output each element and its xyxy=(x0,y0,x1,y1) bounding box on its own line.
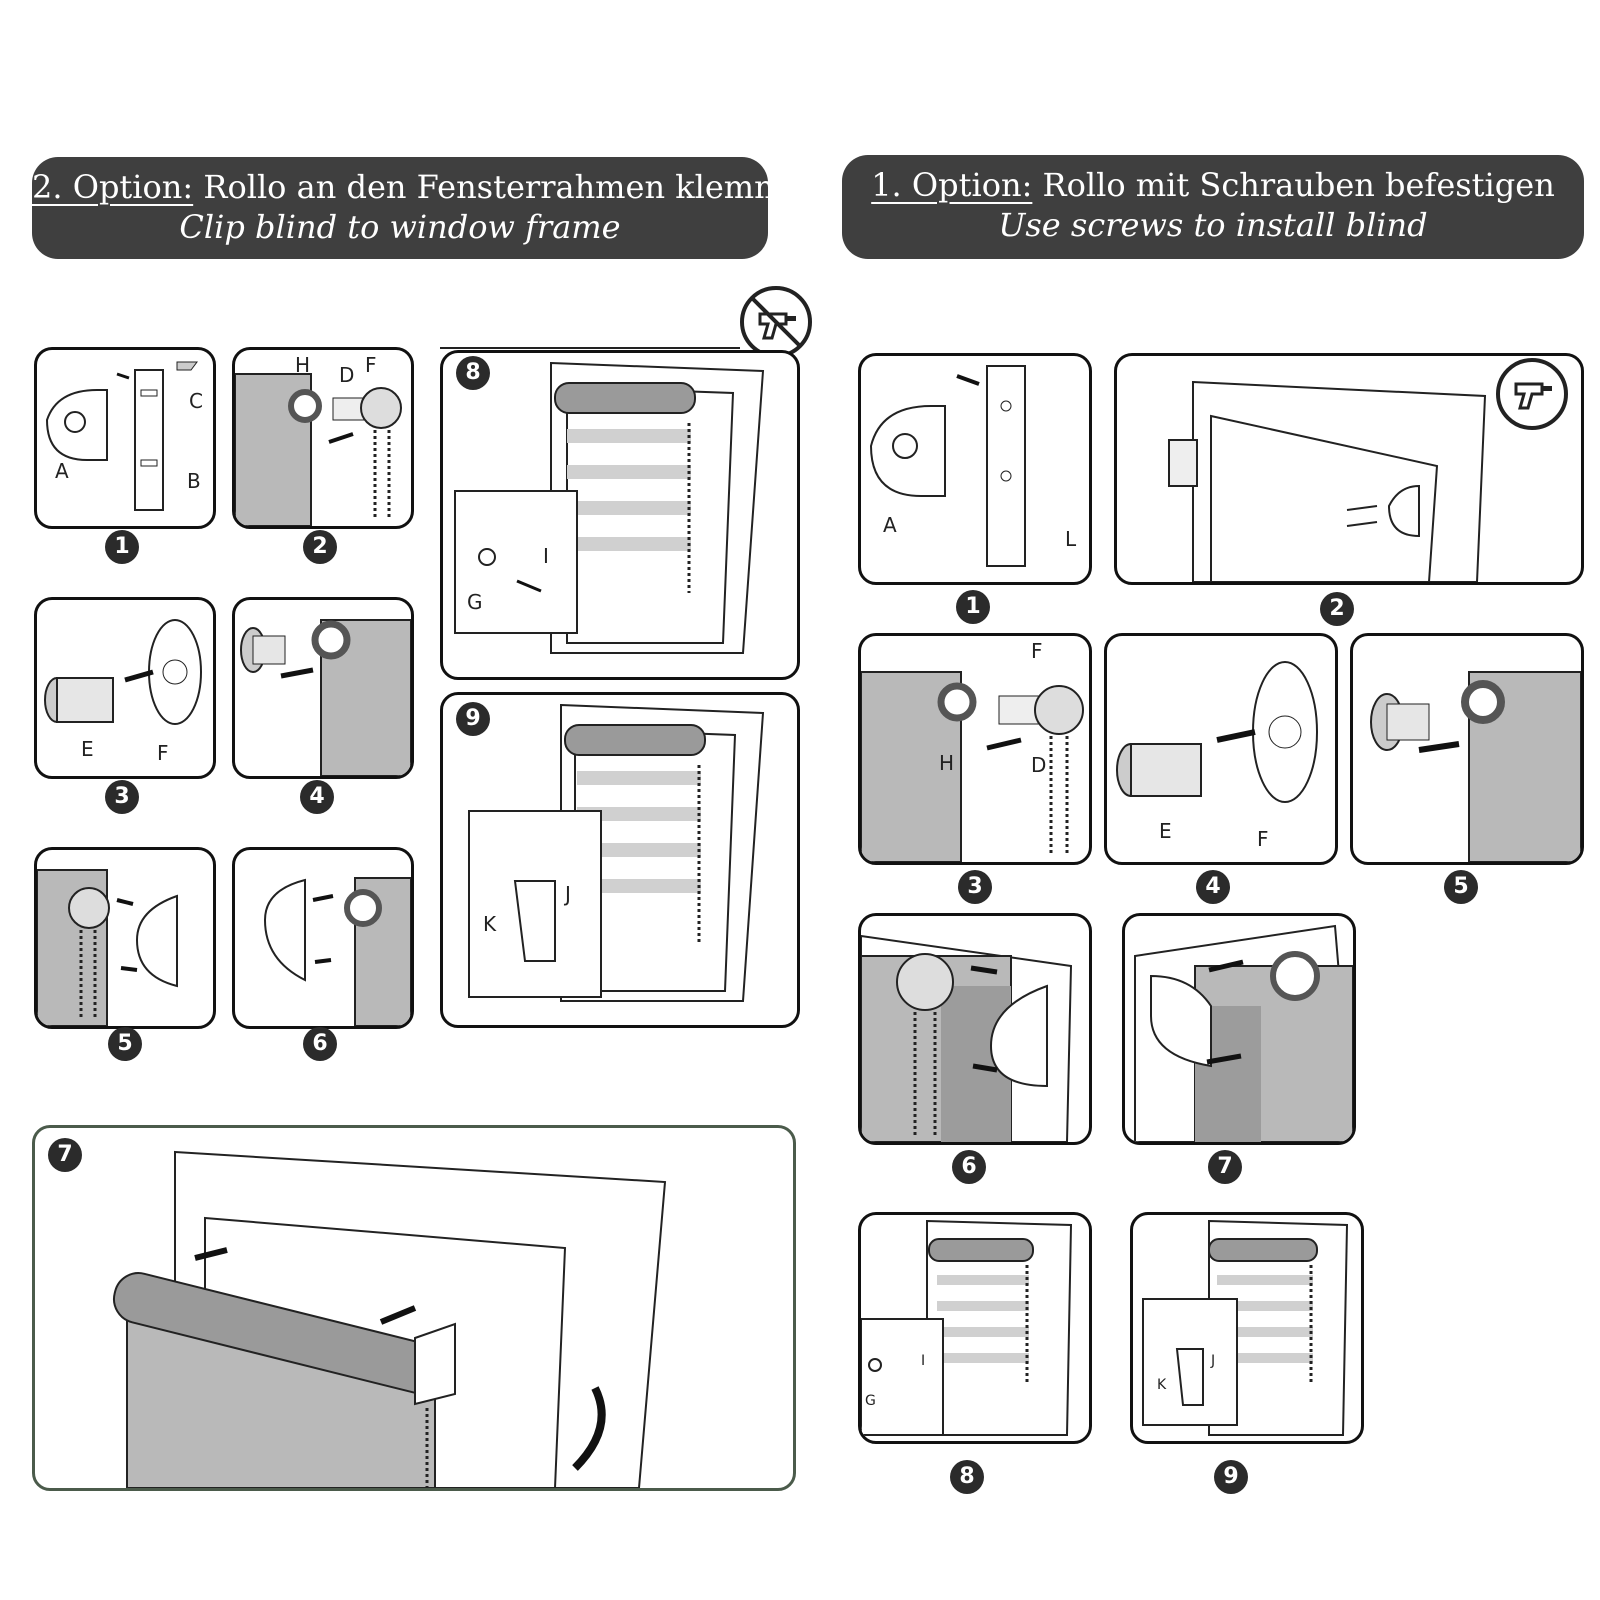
part-label-b: B xyxy=(187,469,201,493)
part-label-h: H xyxy=(295,353,310,377)
part-label-e-r: E xyxy=(1159,819,1172,843)
no-drill-line xyxy=(440,347,740,349)
part-label-g-r: G xyxy=(865,1393,876,1409)
part-label-a-r: A xyxy=(883,513,897,537)
no-drill-icon xyxy=(740,286,812,358)
left-step-6-number: 6 xyxy=(303,1027,337,1061)
left-option-title-en: Clip blind to window frame xyxy=(179,208,621,246)
right-step-3-number: 3 xyxy=(958,870,992,904)
part-label-l: L xyxy=(1065,527,1077,551)
part-label-f-2: F xyxy=(157,741,169,765)
right-step-6-number: 6 xyxy=(952,1150,986,1184)
part-label-f-r2: F xyxy=(1257,827,1269,851)
part-label-f-r: F xyxy=(1031,639,1043,663)
right-step-1-panel: A L xyxy=(858,353,1092,585)
right-step-1-number: 1 xyxy=(956,590,990,624)
part-label-d-r: D xyxy=(1031,753,1046,777)
right-option-title-en: Use screws to install blind xyxy=(998,206,1428,244)
left-option-number: 2. Option: xyxy=(32,168,194,206)
part-label-f: F xyxy=(365,353,377,377)
left-step-1-panel: A B C xyxy=(34,347,216,529)
right-step-9-panel: K J xyxy=(1130,1212,1364,1444)
left-step-7-panel xyxy=(32,1125,796,1491)
right-option-banner: 1. Option: Rollo mit Schrauben befestige… xyxy=(842,155,1584,259)
part-label-h-r: H xyxy=(939,751,954,775)
left-step-3-number: 3 xyxy=(105,780,139,814)
left-option-title-de: Rollo an den Fensterrahmen klemmen xyxy=(203,168,825,206)
right-step-9-number: 9 xyxy=(1214,1460,1248,1494)
left-step-1-number: 1 xyxy=(105,530,139,564)
left-step-6-panel xyxy=(232,847,414,1029)
right-option-title-de: Rollo mit Schrauben befestigen xyxy=(1042,166,1555,204)
right-option-number: 1. Option: xyxy=(871,166,1033,204)
right-step-8-panel: G I xyxy=(858,1212,1092,1444)
left-step-5-number: 5 xyxy=(108,1027,142,1061)
right-step-5-panel xyxy=(1350,633,1584,865)
part-label-j: J xyxy=(563,882,571,906)
part-label-i: I xyxy=(543,544,549,568)
right-step-2-number: 2 xyxy=(1320,592,1354,626)
part-label-g: G xyxy=(467,590,483,614)
part-label-e: E xyxy=(81,737,94,761)
part-label-k: K xyxy=(483,912,497,936)
left-step-4-number: 4 xyxy=(300,780,334,814)
right-step-6-panel xyxy=(858,913,1092,1145)
left-step-7-number: 7 xyxy=(48,1138,82,1172)
right-step-7-number: 7 xyxy=(1208,1150,1242,1184)
right-step-5-number: 5 xyxy=(1444,870,1478,904)
left-step-9-number: 9 xyxy=(456,702,490,736)
right-step-4-panel: E F xyxy=(1104,633,1338,865)
left-option-banner: 2. Option: Rollo an den Fensterrahmen kl… xyxy=(32,157,824,259)
part-label-a: A xyxy=(55,459,69,483)
part-label-i-r: I xyxy=(921,1353,925,1369)
right-step-4-number: 4 xyxy=(1196,870,1230,904)
part-label-j-r: J xyxy=(1210,1353,1215,1369)
left-step-2-number: 2 xyxy=(303,530,337,564)
left-step-8-panel: G I xyxy=(440,350,800,680)
part-label-c: C xyxy=(189,389,203,413)
right-step-8-number: 8 xyxy=(950,1460,984,1494)
left-step-5-panel xyxy=(34,847,216,1029)
drill-icon xyxy=(1496,358,1568,430)
left-step-9-panel: K J xyxy=(440,692,800,1028)
left-step-3-panel: E F xyxy=(34,597,216,779)
left-step-4-panel xyxy=(232,597,414,779)
part-label-d: D xyxy=(339,363,354,387)
right-step-3-panel: H F D xyxy=(858,633,1092,865)
part-label-k-r: K xyxy=(1157,1377,1167,1393)
right-step-7-panel xyxy=(1122,913,1356,1145)
left-step-2-panel: H D F xyxy=(232,347,414,529)
left-step-8-number: 8 xyxy=(456,356,490,390)
